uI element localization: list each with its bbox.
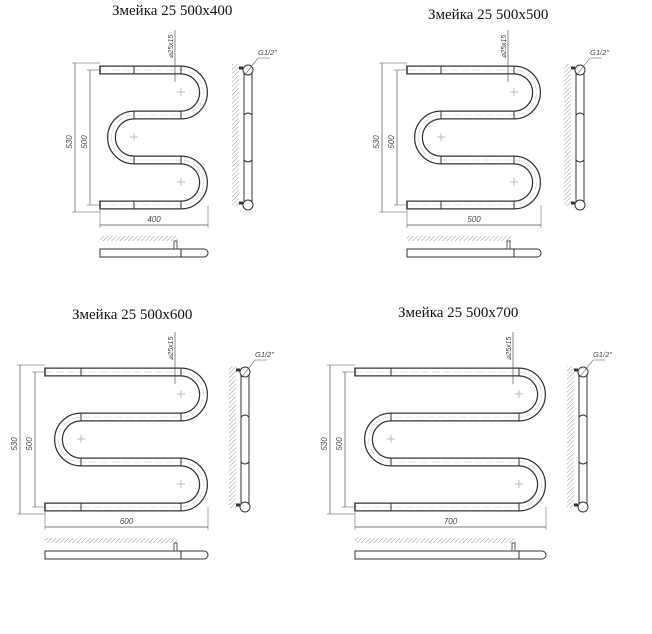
- wall-hatch: [564, 64, 571, 206]
- center-mark: [510, 88, 518, 96]
- width-label: 500: [467, 215, 481, 224]
- extension-lines: [99, 205, 209, 228]
- pipe-fill: [355, 368, 545, 511]
- side-view-connector: [574, 199, 586, 211]
- side-view-mount: [574, 368, 578, 507]
- bottom-view-pipe: [406, 248, 542, 258]
- side-view-mount: [236, 368, 240, 507]
- pipe-centerline: [355, 371, 542, 508]
- side-view-connector: [239, 501, 251, 513]
- pipe-outline: [355, 367, 546, 512]
- center-mark: [387, 435, 395, 443]
- pipe-outline: [407, 65, 541, 210]
- pipe-centerline: [100, 69, 204, 206]
- bottom-view-pipe: [44, 550, 209, 560]
- thread-leader: [243, 57, 270, 77]
- extension-lines: [327, 364, 355, 515]
- extension-lines: [379, 62, 407, 213]
- center-mark: [130, 133, 138, 141]
- center-mark: [510, 178, 518, 186]
- wall-hatch: [407, 236, 511, 241]
- drawing-title-3: Змейка 25 500х600: [72, 307, 193, 323]
- width-label: 600: [120, 517, 134, 526]
- height-label: 530: [320, 437, 329, 451]
- height-label: 530: [372, 135, 381, 149]
- side-view-pipe: [243, 69, 253, 206]
- pipe-fill: [45, 368, 207, 511]
- center-mark: [437, 133, 445, 141]
- pipe-diameter-label: ⌀25х15: [168, 337, 175, 360]
- thread-leader: [578, 359, 605, 379]
- wall-hatch: [355, 538, 516, 543]
- extension-lines: [72, 62, 100, 213]
- side-view-pipe: [578, 371, 588, 508]
- center-mark: [77, 435, 85, 443]
- side-view-joints: [240, 414, 250, 465]
- drawing-title-4: Змейка 25 500х700: [398, 305, 519, 321]
- thread-label: G1/2": [258, 48, 277, 57]
- pipe-centerline: [407, 69, 537, 206]
- center-mark: [515, 390, 523, 398]
- drawing-title-1: Змейка 25 500х400: [112, 3, 233, 19]
- thread-leader: [240, 359, 267, 379]
- bottom-view-connector: [173, 240, 178, 250]
- side-view-mount: [571, 66, 575, 205]
- thread-label: G1/2": [593, 350, 612, 359]
- side-view-connector: [577, 501, 589, 513]
- side-view-joints: [578, 414, 588, 465]
- side-view-pipe: [575, 69, 585, 206]
- axis-distance-label: 500: [387, 135, 396, 149]
- axis-distance-label: 500: [25, 437, 34, 451]
- pipe-fill: [407, 66, 540, 209]
- height-label: 530: [65, 135, 74, 149]
- thread-label: G1/2": [255, 350, 274, 359]
- center-mark: [177, 390, 185, 398]
- wall-hatch: [45, 538, 178, 543]
- thread-leader: [575, 57, 602, 77]
- extension-lines: [354, 507, 547, 530]
- side-view-connector: [242, 199, 254, 211]
- bottom-view-pipe: [354, 550, 547, 560]
- pipe-diameter-label: ⌀25х15: [168, 35, 175, 58]
- side-view-joints: [243, 112, 253, 163]
- bottom-view-connector: [506, 240, 511, 250]
- side-view-joints: [575, 112, 585, 163]
- center-mark: [177, 480, 185, 488]
- axis-distance-label: 500: [80, 135, 89, 149]
- center-mark: [177, 88, 185, 96]
- width-label: 400: [147, 215, 161, 224]
- center-mark: [515, 480, 523, 488]
- axis-distance-label: 500: [335, 437, 344, 451]
- pipe-outline: [100, 65, 208, 210]
- wall-hatch: [232, 64, 239, 206]
- height-label: 530: [10, 437, 19, 451]
- wall-hatch: [567, 366, 574, 508]
- side-view-pipe: [240, 371, 250, 508]
- pipe-diameter-label: ⌀25х15: [501, 35, 508, 58]
- bottom-view-pipe: [99, 248, 209, 258]
- pipe-centerline: [45, 371, 204, 508]
- pipe-diameter-label: ⌀25х15: [506, 337, 513, 360]
- pipe-outline: [45, 367, 208, 512]
- wall-hatch: [229, 366, 236, 508]
- extension-lines: [406, 205, 542, 228]
- extension-lines: [44, 507, 209, 530]
- extension-lines: [17, 364, 45, 515]
- bottom-view-connector: [511, 542, 516, 552]
- bottom-view-connector: [173, 542, 178, 552]
- wall-hatch: [100, 236, 178, 241]
- width-label: 700: [444, 517, 458, 526]
- drawing-title-2: Змейка 25 500х500: [428, 7, 549, 23]
- thread-label: G1/2": [590, 48, 609, 57]
- side-view-mount: [239, 66, 243, 205]
- center-mark: [177, 178, 185, 186]
